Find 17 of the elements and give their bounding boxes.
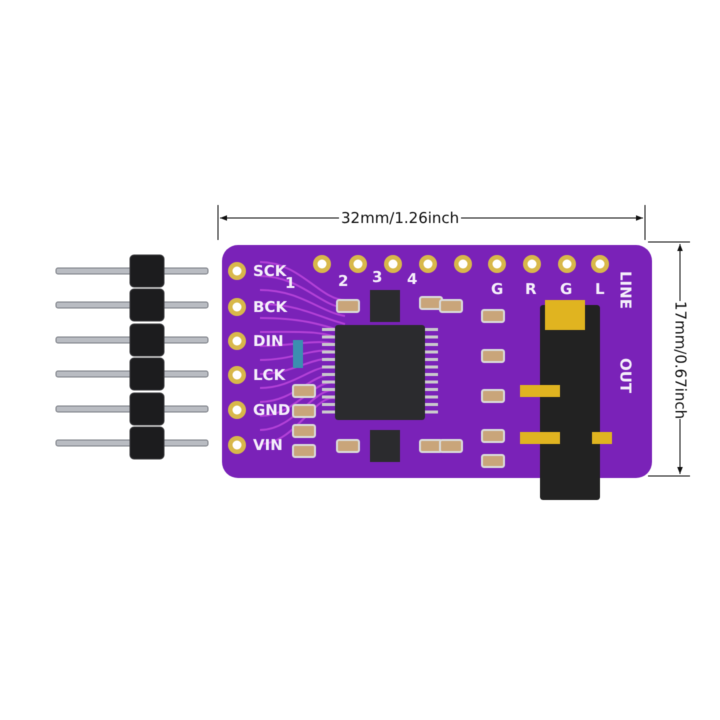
dimension-label: 32mm/1.26inch [339, 210, 462, 226]
pin-label: R [525, 282, 537, 296]
pin-number: 1 [285, 276, 296, 290]
pin-label: SCK [253, 264, 286, 278]
pin-label: DIN [253, 334, 284, 348]
pin-label: VIN [253, 438, 283, 452]
pin-label: G [491, 282, 504, 296]
pin-number: 3 [372, 270, 382, 284]
pin-label: G [560, 282, 572, 296]
pin-label: BCK [253, 300, 288, 314]
pin-number: 4 [407, 272, 418, 286]
pin-label: L [595, 282, 605, 296]
pin-label: GND [253, 402, 290, 418]
pin-label: LCK [253, 368, 286, 382]
connector-label: OUT [618, 358, 632, 393]
pin-number: 2 [338, 274, 348, 288]
connector-label: LINE [618, 271, 632, 309]
